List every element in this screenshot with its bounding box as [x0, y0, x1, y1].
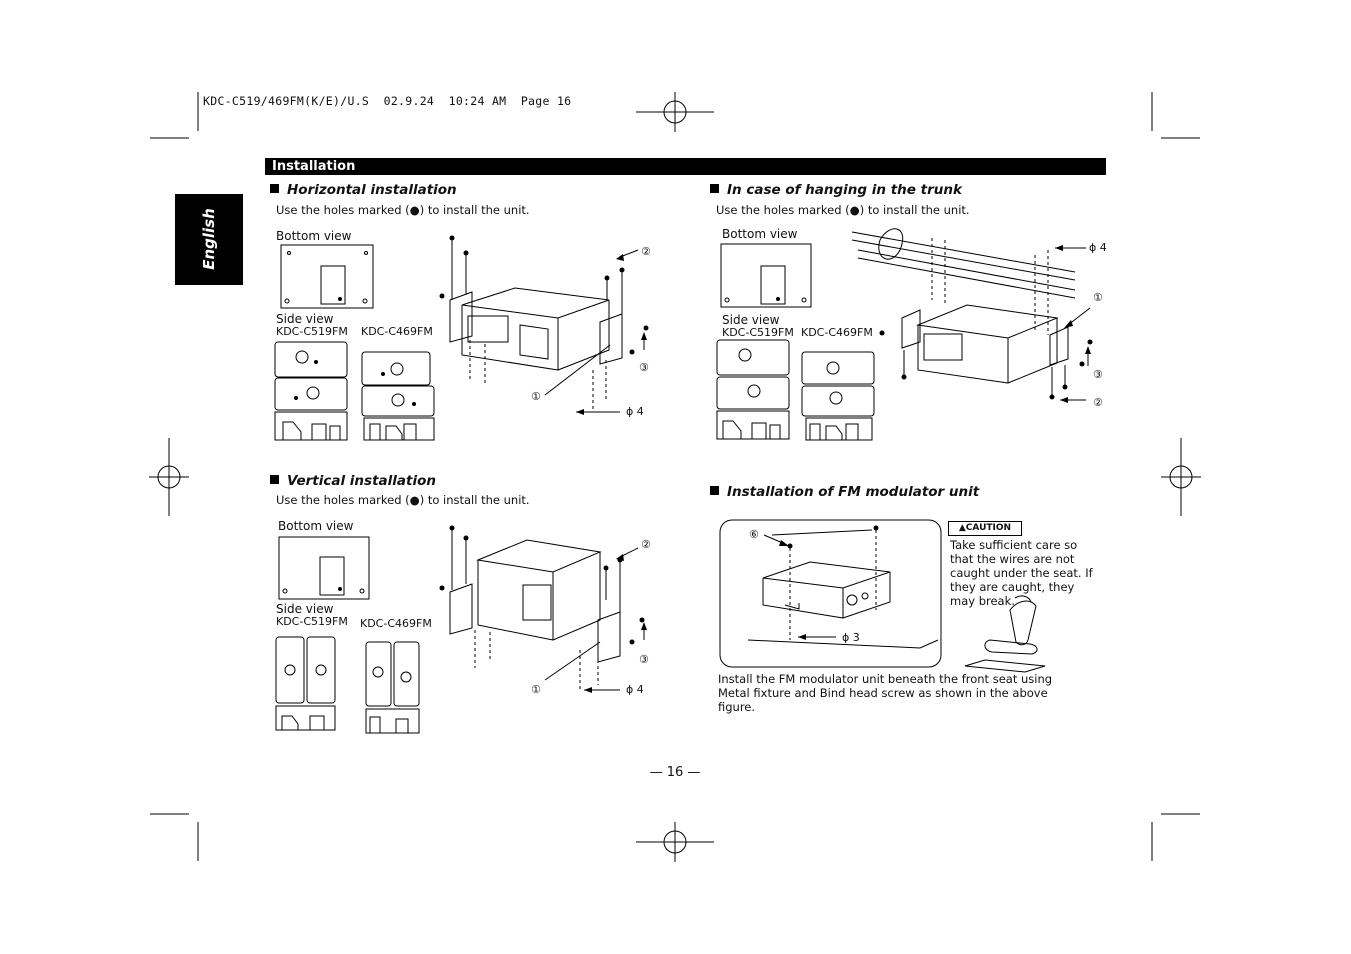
trunk-installation-heading: In case of hanging in the trunk	[710, 182, 962, 198]
horizontal-installation-heading: Horizontal installation	[270, 182, 457, 198]
trunk-callout-1: ①	[1093, 291, 1103, 304]
print-slug: KDC-C519/469FM(K/E)/U.S 02.9.24 10:24 AM…	[203, 94, 572, 108]
section-header-bar	[265, 158, 1106, 175]
language-tab-label: English	[200, 208, 218, 270]
trunk-side-view-label: Side view	[722, 313, 780, 327]
square-bullet-icon	[710, 184, 719, 193]
horizontal-model-a-label: KDC-C519FM	[276, 325, 348, 338]
fm-hole-size: ϕ 3	[842, 631, 860, 644]
vertical-callout-3: ③	[639, 653, 649, 666]
vertical-unit-drawing	[449, 530, 645, 691]
trunk-bottom-view-label: Bottom view	[722, 227, 798, 241]
fm-figure-frame	[719, 519, 942, 668]
fm-description: Install the FM modulator unit beneath th…	[718, 672, 1053, 714]
trunk-shelf-drawing	[851, 228, 1086, 335]
square-bullet-icon	[270, 475, 279, 484]
page-number: — 16 —	[649, 765, 701, 780]
trunk-hole-size: ϕ 4	[1089, 241, 1107, 254]
square-bullet-icon	[270, 184, 279, 193]
horizontal-side-view-label: Side view	[276, 312, 334, 326]
fm-callout-6: ⑥	[749, 528, 759, 541]
horizontal-callout-1: ①	[531, 390, 541, 403]
vertical-side-view-drawings	[275, 636, 420, 734]
horizontal-model-b-label: KDC-C469FM	[361, 325, 433, 338]
registration-mark-top	[636, 92, 714, 132]
square-bullet-icon	[710, 486, 719, 495]
trunk-model-b-label: KDC-C469FM	[801, 326, 873, 339]
trunk-side-view-drawings	[716, 339, 875, 441]
caution-text: Take sufficient care so that the wires a…	[950, 538, 1093, 608]
registration-mark-left	[149, 438, 189, 516]
horizontal-bottom-view-label: Bottom view	[276, 229, 352, 243]
horizontal-unit-drawing	[449, 240, 645, 413]
section-title: Installation	[272, 159, 356, 174]
vertical-side-view-label: Side view	[276, 602, 334, 616]
trunk-instruction: Use the holes marked (●) to install the …	[716, 203, 970, 217]
trunk-callout-2: ②	[1093, 396, 1103, 409]
horizontal-instruction: Use the holes marked (●) to install the …	[276, 203, 530, 217]
fm-installation-heading: Installation of FM modulator unit	[710, 484, 979, 500]
vertical-callout-2: ②	[641, 538, 651, 551]
fm-modulator-drawing	[747, 529, 939, 649]
registration-mark-bottom	[636, 822, 714, 862]
horizontal-bottom-view-drawing	[280, 244, 374, 309]
vertical-model-a-label: KDC-C519FM	[276, 615, 348, 628]
crop-marks	[150, 92, 1200, 861]
car-seat-drawing	[964, 595, 1046, 673]
trunk-unit-drawing	[901, 304, 1091, 401]
trunk-callout-3: ③	[1093, 368, 1103, 381]
vertical-bottom-view-drawing	[278, 536, 370, 600]
vertical-hole-size: ϕ 4	[626, 683, 644, 696]
language-tab: English	[175, 194, 243, 285]
registration-mark-right	[1161, 438, 1201, 516]
horizontal-hole-size: ϕ 4	[626, 405, 644, 418]
caution-badge: ▲CAUTION	[948, 521, 1022, 536]
vertical-callout-1: ①	[531, 683, 541, 696]
horizontal-side-view-drawings	[274, 341, 435, 441]
vertical-bottom-view-label: Bottom view	[278, 519, 354, 533]
horizontal-callout-3: ③	[639, 361, 649, 374]
horizontal-callout-2: ②	[641, 245, 651, 258]
vertical-installation-heading: Vertical installation	[270, 473, 436, 489]
vertical-model-b-label: KDC-C469FM	[360, 617, 432, 630]
trunk-model-a-label: KDC-C519FM	[722, 326, 794, 339]
trunk-bottom-view-drawing	[720, 243, 812, 308]
vertical-instruction: Use the holes marked (●) to install the …	[276, 493, 530, 507]
